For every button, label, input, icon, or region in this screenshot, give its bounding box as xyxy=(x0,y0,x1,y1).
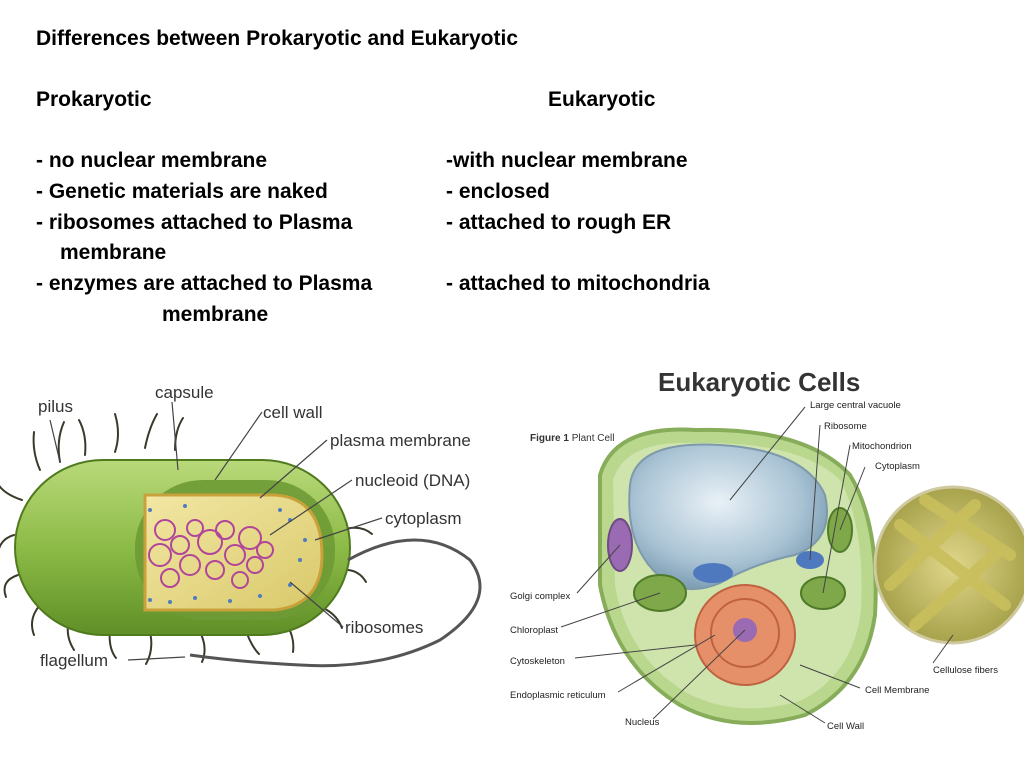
nucleoid-shape xyxy=(148,519,274,589)
prokaryotic-header: Prokaryotic xyxy=(36,88,152,111)
prok-row-3-cont: membrane xyxy=(60,241,167,264)
label-plasma-membrane: plasma membrane xyxy=(330,431,471,450)
vacuole-shape xyxy=(628,443,828,591)
euk-row-3: - attached to rough ER xyxy=(446,211,672,234)
prok-row-2: - Genetic materials are naked xyxy=(36,180,328,203)
label-golgi-complex: Golgi complex xyxy=(510,591,570,602)
eukaryotic-cells-title: Eukaryotic Cells xyxy=(658,367,860,397)
label-cellulose-fibers: Cellulose fibers xyxy=(933,665,998,676)
label-pilus: pilus xyxy=(38,397,73,416)
prok-row-4: - enzymes are attached to Plasma xyxy=(36,272,373,295)
label-capsule: capsule xyxy=(155,383,214,402)
label-mitochondrion: Mitochondrion xyxy=(852,441,912,452)
prok-row-3: - ribosomes attached to Plasma xyxy=(36,211,353,234)
flagellum-shape xyxy=(189,538,482,668)
eukaryote-diagram: Eukaryotic Cells Figure 1 Plant Cell xyxy=(510,367,1024,732)
prokaryote-diagram: pilus capsule cell wall plasma membrane … xyxy=(0,383,482,670)
label-chloroplast: Chloroplast xyxy=(510,625,558,636)
label-ribosomes: ribosomes xyxy=(345,618,423,637)
label-nucleoid: nucleoid (DNA) xyxy=(355,471,470,490)
prok-row-4-cont: membrane xyxy=(162,303,269,326)
euk-row-2: - enclosed xyxy=(446,180,550,203)
label-cell-membrane: Cell Membrane xyxy=(865,685,929,696)
euk-row-4: - attached to mitochondria xyxy=(446,272,710,295)
prok-row-1: - no nuclear membrane xyxy=(36,149,268,172)
label-cytoplasm-euk: Cytoplasm xyxy=(875,461,920,472)
label-cell-wall-euk: Cell Wall xyxy=(827,721,864,732)
slide-title: Differences between Prokaryotic and Euka… xyxy=(36,27,519,50)
eukaryotic-header: Eukaryotic xyxy=(548,88,656,111)
label-nucleus: Nucleus xyxy=(625,717,660,728)
label-large-central-vacuole: Large central vacuole xyxy=(810,400,901,411)
label-flagellum: flagellum xyxy=(40,651,108,670)
label-ribosome: Ribosome xyxy=(824,421,867,432)
label-cytoplasm: cytoplasm xyxy=(385,509,462,528)
figure-caption: Figure 1 Plant Cell xyxy=(530,433,615,444)
label-cell-wall: cell wall xyxy=(263,403,323,422)
label-endoplasmic-reticulum: Endoplasmic reticulum xyxy=(510,690,606,701)
euk-row-1: -with nuclear membrane xyxy=(446,149,688,172)
label-cytoskeleton: Cytoskeleton xyxy=(510,656,565,667)
ribosome-dots xyxy=(148,504,307,604)
